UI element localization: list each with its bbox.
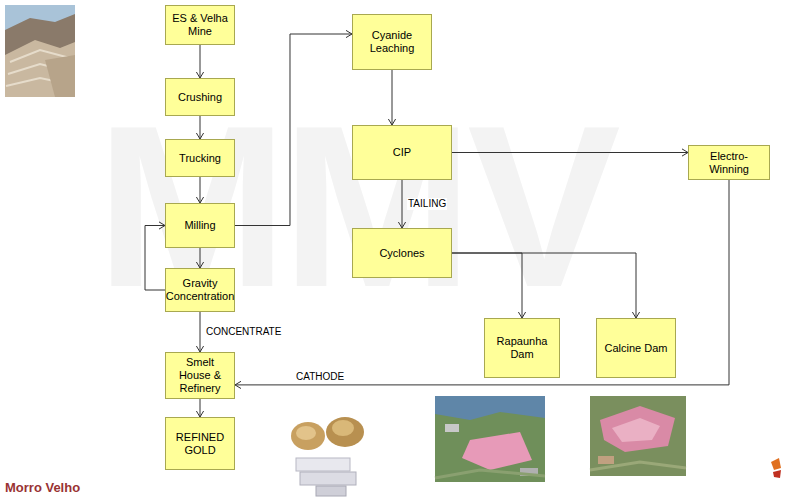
box-text: Milling [184, 219, 215, 232]
dam-photo [435, 396, 545, 482]
box-text: Smelt House & Refinery [170, 356, 230, 395]
box-text: Cyanide Leaching [357, 29, 427, 55]
process-box: Calcine Dam [596, 318, 676, 378]
process-box: Smelt House & Refinery [165, 352, 235, 399]
box-text: Crushing [178, 91, 222, 104]
edge-label: CATHODE [295, 371, 345, 383]
flow-arrow [196, 399, 203, 417]
box-text: Electro-Winning [693, 150, 765, 176]
edge-label: TAILING [407, 198, 447, 210]
flow-arrow [452, 253, 526, 318]
dam-photo [590, 396, 686, 476]
process-box: Electro-Winning [688, 145, 770, 180]
process-box: Cyclones [352, 228, 452, 278]
process-box: CIP [352, 125, 452, 180]
process-box: Milling [165, 203, 235, 248]
box-text: CIP [393, 146, 411, 159]
box-text: Calcine Dam [605, 342, 668, 355]
flow-arrow [196, 177, 203, 203]
flow-arrow [452, 149, 688, 156]
process-box: Cyanide Leaching [352, 14, 432, 70]
edge-label: CONCENTRATE [205, 326, 282, 338]
box-text: Gravity Concentration [166, 277, 234, 303]
logo-mark [771, 458, 781, 478]
box-text: Trucking [179, 152, 221, 165]
site-name: Morro Velho [5, 480, 80, 496]
flow-arrow [196, 116, 203, 139]
box-text: Rapaunha Dam [489, 335, 555, 361]
box-text: Cyclones [379, 247, 424, 260]
flow-arrow [235, 180, 729, 389]
flow-arrow [196, 248, 203, 268]
flow-arrow [235, 30, 352, 225]
flow-arrow [398, 180, 405, 228]
process-box: Rapaunha Dam [484, 318, 560, 378]
process-box: REFINED GOLD [165, 417, 235, 470]
box-text: ES & Velha Mine [170, 12, 230, 38]
process-box: Gravity Concentration [165, 268, 235, 312]
flow-arrow [145, 222, 165, 290]
mine-photo [5, 5, 75, 97]
box-text: REFINED GOLD [170, 431, 230, 457]
process-box: Trucking [165, 139, 235, 177]
flow-arrow [196, 45, 203, 78]
process-box: Crushing [165, 78, 235, 116]
flow-arrow [388, 70, 395, 125]
flow-arrow [196, 312, 203, 352]
process-box: ES & Velha Mine [165, 5, 235, 45]
flow-arrow [452, 253, 640, 318]
gold-photo [288, 414, 372, 502]
